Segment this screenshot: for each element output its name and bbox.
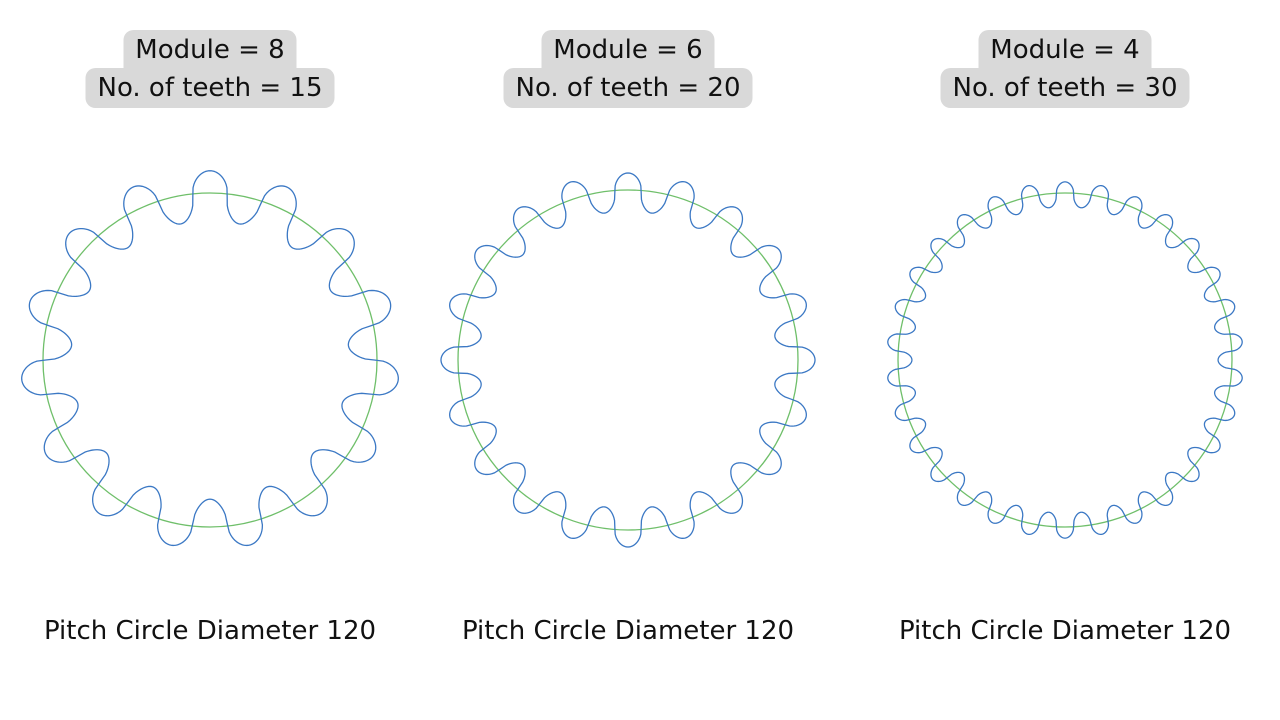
gear-3-drawing — [887, 181, 1243, 539]
gear-3-tooth-profile — [887, 181, 1243, 539]
gear-2-pitch-diameter-caption: Pitch Circle Diameter 120 — [461, 616, 795, 646]
gear-1-drawing — [21, 170, 399, 547]
gear-1-pitch-circle — [42, 192, 378, 528]
gear-3-pitch-circle — [897, 192, 1233, 528]
gear-2-teeth-text: No. of teeth = 20 — [503, 68, 753, 108]
gear-2-module-text: Module = 6 — [541, 30, 715, 70]
gear-2-drawing — [440, 172, 816, 548]
gear-3-module-text: Module = 4 — [978, 30, 1152, 70]
gear-2-tooth-profile — [440, 172, 816, 548]
gear-1-module-text: Module = 8 — [123, 30, 297, 70]
gear-1-tooth-profile — [21, 170, 399, 547]
gear-3-parameter-label: Module = 4 No. of teeth = 30 — [940, 30, 1190, 108]
gear-1-teeth-text: No. of teeth = 15 — [85, 68, 335, 108]
gear-3-pitch-diameter-caption: Pitch Circle Diameter 120 — [898, 616, 1232, 646]
gear-2-parameter-label: Module = 6 No. of teeth = 20 — [503, 30, 753, 108]
gear-1-pitch-diameter-caption: Pitch Circle Diameter 120 — [43, 616, 377, 646]
gear-1-parameter-label: Module = 8 No. of teeth = 15 — [85, 30, 335, 108]
gear-panel-3: Module = 4 No. of teeth = 30 Pitch Circl… — [855, 0, 1275, 720]
gear-panel-1: Module = 8 No. of teeth = 15 Pitch Circl… — [0, 0, 420, 720]
gear-2-pitch-circle — [457, 189, 799, 531]
gear-panel-2: Module = 6 No. of teeth = 20 Pitch Circl… — [418, 0, 838, 720]
gear-3-teeth-text: No. of teeth = 30 — [940, 68, 1190, 108]
